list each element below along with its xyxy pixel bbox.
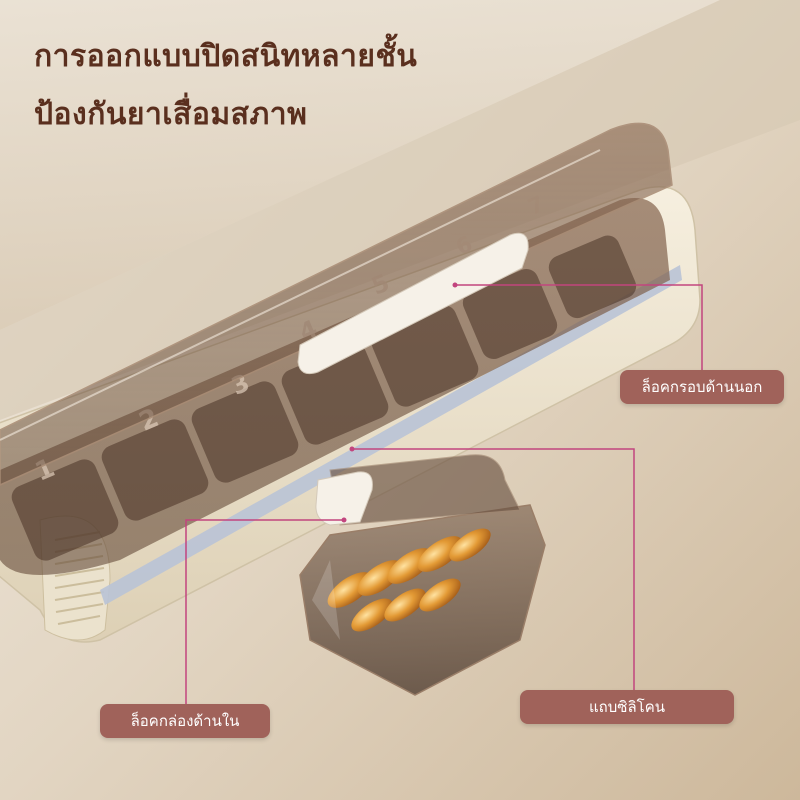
outer-lid xyxy=(0,122,673,486)
headline-line-1: การออกแบบปิดสนิทหลายชั้น xyxy=(34,39,418,74)
leader-lines xyxy=(185,284,703,704)
inner-lock-latch xyxy=(315,471,373,526)
compartment-row: 1 2 3 4 5 6 7 xyxy=(0,192,670,575)
inner-lock-label: ล็อคกล่องด้านใน xyxy=(100,704,270,738)
headline-line-2: ป้องกันยาเสื่อมสภาพ xyxy=(34,97,308,132)
headline: การออกแบบปิดสนิทหลายชั้น ป้องกันยาเสื่อม… xyxy=(34,28,417,144)
outer-lock-latch xyxy=(297,232,529,375)
silicone-strip-label: แถบซิลิโคน xyxy=(520,690,734,724)
outer-lock-label: ล็อคกรอบด้านนอก xyxy=(620,370,784,404)
detached-pill-box xyxy=(299,454,546,696)
